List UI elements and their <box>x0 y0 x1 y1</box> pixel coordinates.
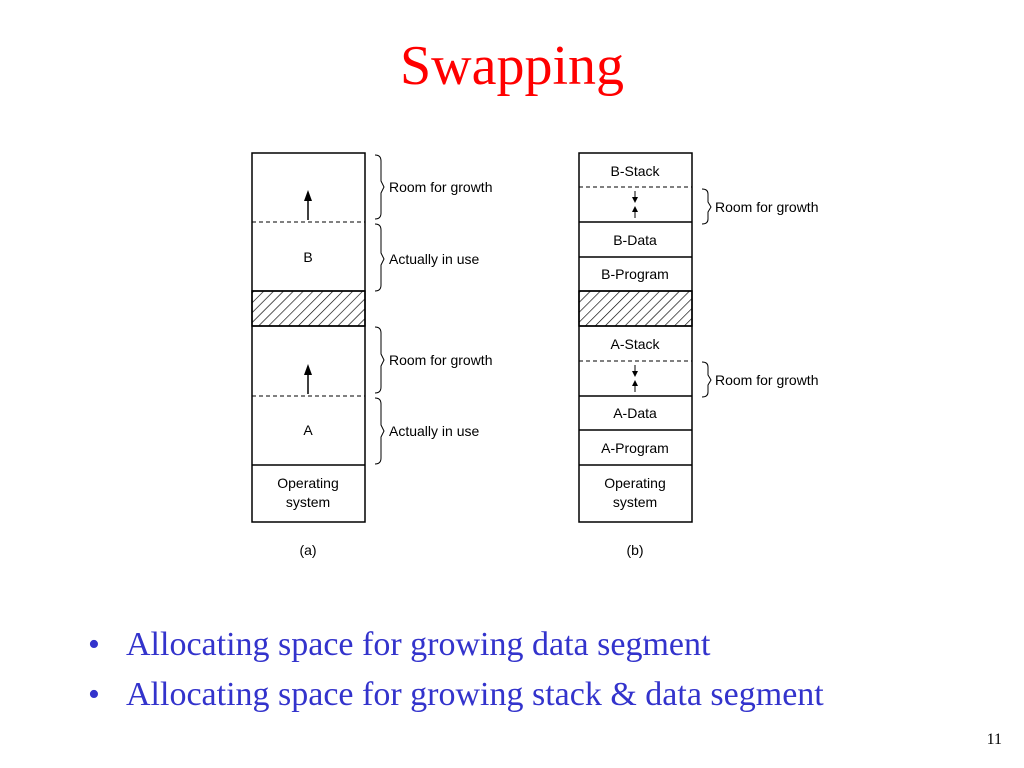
segment-label: B-Program <box>601 266 669 282</box>
brace <box>701 188 712 225</box>
segment-label: B-Data <box>613 232 657 248</box>
brace <box>701 361 712 398</box>
growth-arrow-down <box>632 371 638 377</box>
bullet-dot: • <box>88 676 100 713</box>
growth-arrow-up <box>632 206 638 212</box>
os-label-line: system <box>613 494 657 510</box>
bullet-item: • Allocating space for growing data segme… <box>88 620 824 670</box>
brace <box>374 326 385 394</box>
annotation-label: Actually in use <box>389 251 479 267</box>
diagram-a <box>251 152 385 523</box>
segment-label: A-Program <box>601 440 669 456</box>
slide-title: Swapping <box>400 35 624 97</box>
bullet-text: Allocating space for growing data segmen… <box>126 626 711 663</box>
memory-column-a <box>251 152 366 523</box>
segment-label: A-Stack <box>610 336 660 352</box>
diagram-b <box>578 152 712 523</box>
growth-arrow-down <box>632 197 638 203</box>
annotation-label: Actually in use <box>389 423 479 439</box>
brace <box>374 154 385 220</box>
os-label-line: system <box>286 494 330 510</box>
growth-arrow-up <box>632 380 638 386</box>
annotation-label: Room for growth <box>715 199 818 215</box>
bullet-list: • Allocating space for growing data segme… <box>88 620 824 720</box>
os-label-line: Operating <box>277 475 338 491</box>
segment-label: A <box>303 422 313 438</box>
annotation-label: Room for growth <box>715 372 818 388</box>
annotation-label: Room for growth <box>389 179 492 195</box>
os-label-line: Operating <box>604 475 665 491</box>
bullet-item: • Allocating space for growing stack & da… <box>88 670 824 720</box>
segment-label: B <box>303 249 312 265</box>
hatched-free-region <box>251 290 366 327</box>
bullet-text: Allocating space for growing stack & dat… <box>126 676 824 713</box>
segment-label: A-Data <box>613 405 657 421</box>
diagram-caption: (b) <box>626 542 643 558</box>
memory-column-b <box>578 152 693 523</box>
segment-label: B-Stack <box>610 163 660 179</box>
diagram-caption: (a) <box>299 542 316 558</box>
annotation-label: Room for growth <box>389 352 492 368</box>
hatched-free-region <box>578 290 693 327</box>
brace <box>374 223 385 292</box>
page-number: 11 <box>986 731 1002 748</box>
brace <box>374 397 385 465</box>
bullet-dot: • <box>88 626 100 663</box>
